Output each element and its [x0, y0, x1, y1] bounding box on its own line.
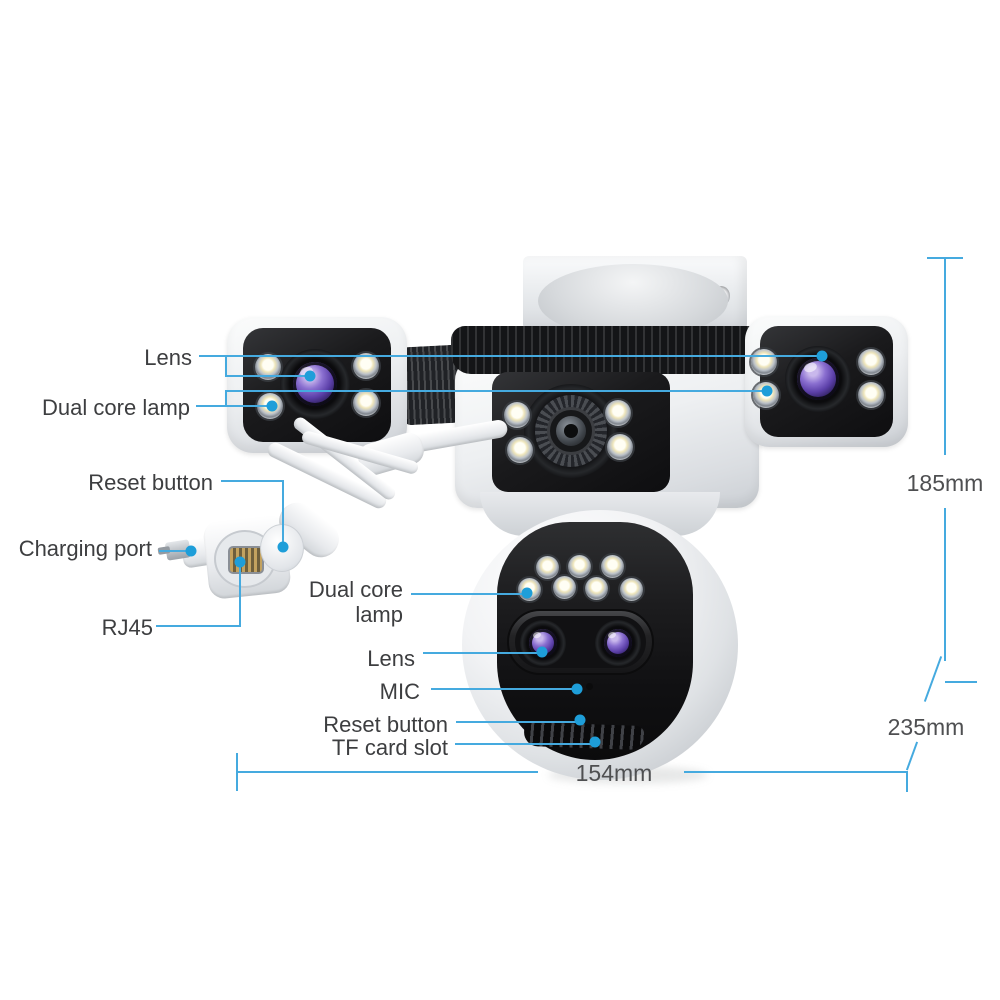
tf-slot-leader-line — [455, 743, 596, 745]
mic-hole — [586, 683, 593, 690]
dual-lamp-right-point-marker — [761, 385, 773, 397]
reset-cable-leader-drop — [282, 480, 284, 548]
ball-led — [536, 556, 559, 579]
center-led — [605, 400, 631, 426]
dual-lamp-top-leader-line — [196, 405, 274, 407]
dim-label-154mm: 154mm — [575, 760, 653, 786]
ball-led — [601, 555, 624, 578]
rj45-point-marker — [234, 556, 246, 568]
left-camera-lens — [293, 362, 337, 406]
lens-right-point-marker — [816, 350, 828, 362]
dim-154-line-right — [684, 771, 908, 773]
right-camera-led — [858, 382, 884, 408]
dim-break-slash-upper — [923, 656, 943, 702]
dim-label-235mm: 235mm — [887, 714, 965, 740]
rj45-leader-riser — [239, 562, 241, 627]
charging-port-leader-line — [159, 550, 193, 552]
dim-label-185mm: 185mm — [906, 470, 984, 496]
dual-lamp-top-leader-branch — [225, 390, 768, 392]
label-tf-card-slot: TF card slot — [331, 735, 448, 760]
label-rj45: RJ45 — [101, 615, 153, 640]
ball-led — [553, 576, 576, 599]
right-camera-lens — [797, 358, 839, 400]
mic-point-marker — [571, 683, 583, 695]
vent-slits-tf-area — [523, 721, 645, 751]
dual-lamp-left-point-marker — [266, 400, 278, 412]
dim-185-line-lower — [944, 508, 946, 661]
dim-154-right-stub — [906, 771, 908, 792]
ball-led — [585, 577, 608, 600]
reset-ball-leader-line — [456, 721, 582, 723]
label-mic: MIC — [379, 679, 420, 704]
reset-cable-leader-line — [221, 480, 284, 482]
dim-break-slash-lower — [905, 741, 919, 771]
lens-left-point-marker — [304, 370, 316, 382]
lens-top-leader-branch — [225, 375, 312, 377]
center-lens-pupil — [564, 424, 578, 438]
left-camera-led — [353, 390, 379, 416]
lens-ball-point-marker — [536, 646, 548, 658]
mic-leader-line — [431, 688, 578, 690]
right-camera-led — [858, 349, 884, 375]
dual-lamp-ball-point-marker — [521, 587, 533, 599]
label-charging-port: Charging port — [18, 536, 152, 561]
rj45-port — [228, 546, 264, 574]
label-reset-button-ball: Reset button — [323, 712, 448, 737]
right-camera-led — [751, 349, 777, 375]
lens-top-leader-connector — [225, 355, 227, 377]
dim-185-line-upper — [944, 257, 946, 455]
dome-top — [538, 264, 728, 338]
left-camera-led — [353, 353, 379, 379]
rj45-leader-line — [156, 625, 241, 627]
ball-lens-right — [604, 629, 632, 657]
dim-154-line-left — [236, 771, 538, 773]
reset-cable-point-marker — [277, 541, 289, 553]
label-lens-ball: Lens — [367, 646, 415, 671]
ball-led — [568, 555, 591, 578]
center-led — [607, 434, 633, 460]
label-dual-core-lamp-ball: Dual core lamp — [308, 577, 403, 627]
dim-185-bottom-tick — [945, 681, 977, 683]
label-reset-button-cable: Reset button — [88, 470, 213, 495]
reset-ball-point-marker — [574, 714, 586, 726]
dual-lamp-ball-leader-line — [411, 593, 529, 595]
dual-lamp-top-leader-connector — [225, 390, 227, 407]
ribbed-rotation-ring — [451, 326, 763, 374]
label-lens-top: Lens — [144, 345, 192, 370]
charging-port-point-marker — [185, 545, 197, 557]
center-led — [507, 437, 533, 463]
ball-led — [620, 578, 643, 601]
tf-slot-point-marker — [589, 736, 601, 748]
lens-top-leader-line — [199, 355, 823, 357]
center-led — [504, 402, 530, 428]
lens-ball-leader-line — [423, 652, 543, 654]
label-dual-core-lamp-top: Dual core lamp — [42, 395, 190, 420]
